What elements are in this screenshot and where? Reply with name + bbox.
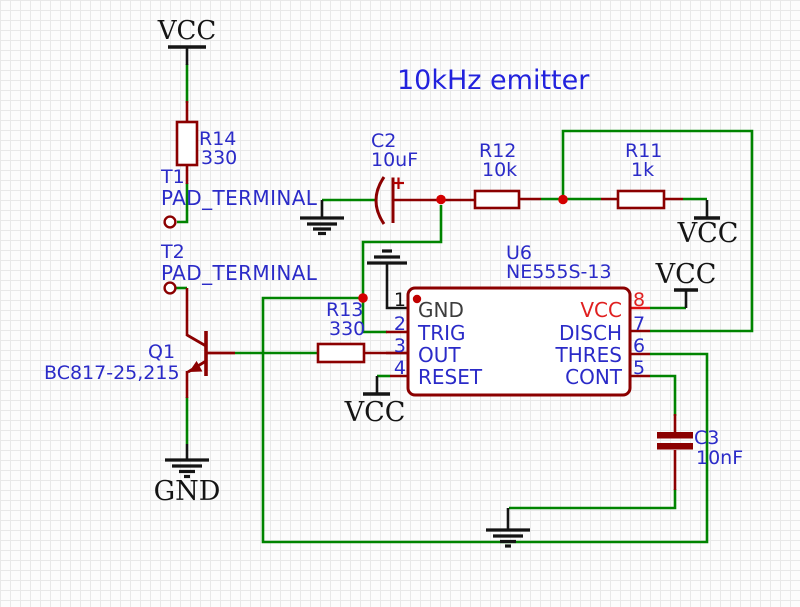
t1-designator[interactable]: T1 (161, 166, 185, 188)
gnd-pin1-wire[interactable] (385, 262, 408, 310)
transistor-q1[interactable] (186, 331, 235, 376)
u6-pin-gnd-label: GND (418, 298, 464, 322)
junction-dot (358, 293, 368, 303)
r14-value[interactable]: 330 (201, 147, 238, 169)
u6-pin-trig-label: TRIG (418, 321, 466, 345)
wire-junction-to-disch[interactable] (561, 129, 754, 333)
gnd-bottom-icon[interactable] (486, 528, 530, 548)
u6-value[interactable]: NE555S-13 (506, 261, 612, 283)
vcc-r11-label[interactable]: VCC (677, 218, 739, 249)
gnd-q1-icon[interactable] (165, 458, 209, 479)
u6-pin-cont-label: CONT (565, 365, 622, 389)
wire-c2junction-down[interactable] (361, 205, 443, 298)
wire-trig-thres-loop[interactable] (261, 296, 709, 544)
gnd-q1-label[interactable]: GND (153, 476, 221, 507)
vcc-top-label[interactable]: VCC (157, 16, 217, 46)
pad-t2[interactable] (163, 281, 177, 295)
gnd-c2-icon[interactable] (300, 216, 344, 236)
wire-cont-to-c3[interactable] (650, 374, 677, 416)
r14-designator[interactable]: R14 (199, 128, 237, 150)
u6-pin-vcc-label: VCC (580, 298, 622, 322)
plus-icon (393, 177, 404, 189)
capacitor-c2[interactable] (374, 176, 404, 225)
resistor-r11[interactable] (616, 189, 666, 210)
u6-designator[interactable]: U6 (506, 242, 532, 264)
t2-designator[interactable]: T2 (161, 241, 185, 263)
r13-designator[interactable]: R13 (326, 299, 364, 321)
u6-pin-number-4: 4 (393, 357, 406, 379)
c2-value[interactable]: 10uF (371, 149, 419, 171)
ic-u6-body[interactable] (406, 286, 632, 397)
wire-r14-to-t1pad[interactable] (177, 183, 189, 224)
u6-pin-number-1: 1 (393, 289, 406, 311)
u6-pin-number-7: 7 (633, 313, 646, 335)
junction-dot (558, 194, 568, 205)
wire-to-trig-pin[interactable] (361, 298, 387, 334)
vcc-bars (168, 45, 720, 396)
sheet-title[interactable]: 10kHz emitter (397, 65, 590, 96)
resistor-r13[interactable] (316, 342, 366, 364)
u6-pin-thres-label: THRES (555, 343, 622, 367)
vcc-reset-label[interactable]: VCC (344, 397, 406, 428)
wire-c3-to-gnd[interactable] (509, 489, 677, 510)
u6-pin-number-8: 8 (633, 289, 646, 311)
resistor-r14[interactable] (175, 120, 199, 167)
pad-t1[interactable] (163, 215, 177, 229)
r11-value[interactable]: 1k (631, 159, 655, 181)
pin1-marker-icon (412, 294, 422, 304)
component-leads (185, 101, 683, 490)
power-wires (185, 47, 709, 529)
q1-value[interactable]: BC817-25,215 (44, 362, 180, 384)
junction-dot (436, 194, 446, 205)
vcc-pin8-label[interactable]: VCC (655, 259, 717, 290)
u6-pin-number-2: 2 (393, 313, 406, 335)
npn-arrow-icon (189, 360, 203, 372)
net-wires (176, 64, 754, 544)
r12-designator[interactable]: R12 (479, 140, 517, 162)
gnd-pin1-icon[interactable] (367, 249, 407, 265)
u6-pin-out-label: OUT (418, 343, 461, 367)
c2-designator[interactable]: C2 (371, 130, 397, 152)
resistor-r12[interactable] (473, 189, 521, 210)
u6-pin-reset-label: RESET (418, 365, 483, 389)
r12-value[interactable]: 10k (482, 159, 518, 181)
capacitor-c3[interactable] (657, 432, 693, 450)
r11-designator[interactable]: R11 (625, 140, 663, 162)
c3-value[interactable]: 10nF (696, 447, 744, 469)
u6-pin-number-6: 6 (633, 335, 646, 357)
u6-pin-disch-label: DISCH (559, 321, 622, 345)
q1-designator[interactable]: Q1 (148, 341, 176, 363)
u6-pin-number-3: 3 (393, 335, 406, 357)
r13-value[interactable]: 330 (329, 318, 366, 340)
t1-value[interactable]: PAD_TERMINAL (161, 186, 318, 210)
c3-designator[interactable]: C3 (694, 427, 720, 449)
t2-value[interactable]: PAD_TERMINAL (161, 261, 318, 285)
u6-pin-number-5: 5 (633, 357, 646, 379)
